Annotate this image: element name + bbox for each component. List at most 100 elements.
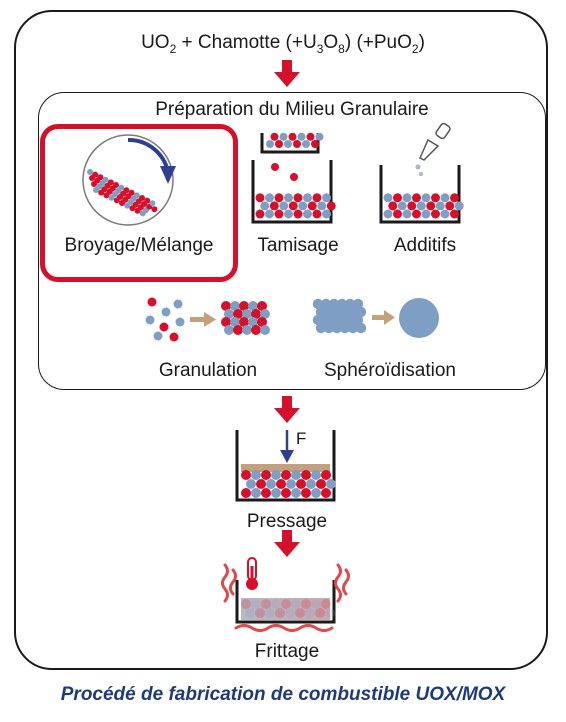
granule-particle — [221, 301, 231, 311]
beaker-particle — [293, 193, 303, 203]
heat-waves-icon — [221, 563, 350, 632]
sintered-particle — [255, 608, 265, 618]
pressed-particle — [281, 470, 291, 480]
beaker-particle — [431, 193, 440, 203]
granule-particle — [352, 314, 364, 326]
pressed-particle — [326, 479, 336, 489]
granule-particle — [339, 322, 351, 334]
input-materials-formula: UO2 + Chamotte (+U3O8) (+PuO2) — [141, 32, 425, 56]
beaker-particle — [435, 201, 445, 211]
granule-particle — [242, 309, 252, 319]
sintered-particle — [245, 608, 255, 618]
sintered-particle — [251, 599, 261, 609]
furnace-beaker-icon — [235, 580, 336, 624]
pressed-particle — [291, 488, 301, 498]
beaker-particle — [307, 201, 317, 211]
beaker-particle — [317, 201, 327, 211]
pressed-particle — [311, 470, 321, 480]
pressed-particle — [261, 488, 271, 498]
sieve-particle — [288, 132, 297, 141]
drum-particle — [139, 195, 145, 201]
loose-powder-particle — [175, 317, 185, 327]
beaker-particle — [265, 209, 274, 219]
sieve-particle — [284, 140, 292, 148]
sintered-particle — [305, 608, 315, 618]
granule-particle — [320, 298, 332, 310]
process-arrow-head — [274, 72, 300, 87]
beaker-particle — [440, 209, 450, 219]
granule-particle — [239, 301, 249, 311]
beaker-particle — [421, 209, 431, 219]
process-arrow-shaft — [282, 530, 292, 543]
granule-particle — [355, 322, 367, 334]
sintered-particle — [315, 608, 325, 618]
beaker-particle — [388, 201, 398, 211]
sieve-particle — [275, 140, 283, 148]
granule-particle — [315, 306, 327, 318]
beaker-particle — [255, 193, 265, 203]
process-arrow-head — [274, 408, 300, 423]
sintered-particle — [311, 599, 321, 609]
pressed-particle — [266, 479, 276, 489]
granular-preparation-frame — [38, 92, 546, 390]
falling-particle — [290, 173, 298, 181]
beaker-particle — [298, 201, 308, 211]
sieve-particle — [306, 132, 315, 141]
pressed-particle — [311, 488, 321, 498]
broyage-label: Broyage/Mélange — [64, 235, 214, 256]
beaker-particle — [440, 193, 450, 203]
pressed-particle — [296, 479, 306, 489]
beaker-particle — [322, 209, 331, 219]
granule-particle — [328, 298, 340, 310]
beaker-particle — [260, 201, 270, 211]
process-arrow-shaft — [282, 396, 292, 409]
sieve-particle — [302, 140, 310, 148]
beaker-particle — [450, 193, 459, 203]
pressed-particle — [316, 479, 326, 489]
granule-particle — [336, 298, 348, 310]
sieve-particle — [270, 132, 279, 141]
drum-particle — [133, 192, 140, 199]
loose-powder-particle — [161, 307, 171, 317]
pressed-particle — [306, 479, 316, 489]
loose-powder-particle — [173, 299, 183, 309]
falling-particle — [271, 163, 279, 171]
pressed-particle — [241, 470, 251, 480]
beaker-particle — [293, 209, 303, 219]
granular-preparation-title: Préparation du Milieu Granulaire — [155, 99, 429, 120]
drum-particle — [113, 182, 119, 188]
granule-particle — [328, 314, 340, 326]
frittage-label: Frittage — [254, 641, 320, 662]
pressed-particle — [301, 470, 311, 480]
sieve-icon — [260, 132, 324, 154]
beaker-particle — [383, 193, 393, 203]
sieve-particle — [293, 140, 301, 148]
beaker-particle — [402, 209, 412, 219]
granule-particle — [239, 317, 249, 327]
beaker-particle — [284, 209, 293, 219]
sintered-particle — [295, 608, 305, 618]
process-arrows — [274, 60, 300, 557]
beaker-particle — [426, 201, 436, 211]
granule-particle — [315, 322, 327, 334]
granule-particle — [233, 309, 243, 319]
sintered-particle — [271, 599, 281, 609]
granule-particle — [248, 301, 258, 311]
pressed-particle — [271, 470, 281, 480]
beaker-additifs-icon — [379, 165, 464, 224]
sieve-particle — [279, 132, 288, 141]
sintered-particle — [265, 608, 275, 618]
sintered-particle — [291, 599, 301, 609]
drum-particle — [87, 169, 93, 175]
loose-powder-particle — [145, 315, 155, 325]
mixing-drum-icon — [82, 134, 176, 226]
granule-particle — [221, 317, 231, 327]
granule-particle — [312, 298, 324, 310]
beaker-particle — [312, 209, 322, 219]
force-arrow-icon — [280, 430, 294, 463]
pipette-icon — [415, 122, 451, 176]
beaker-particle — [393, 209, 402, 219]
drum-particle — [149, 200, 156, 207]
granule-particle — [233, 325, 243, 335]
granule-particle — [257, 317, 267, 327]
